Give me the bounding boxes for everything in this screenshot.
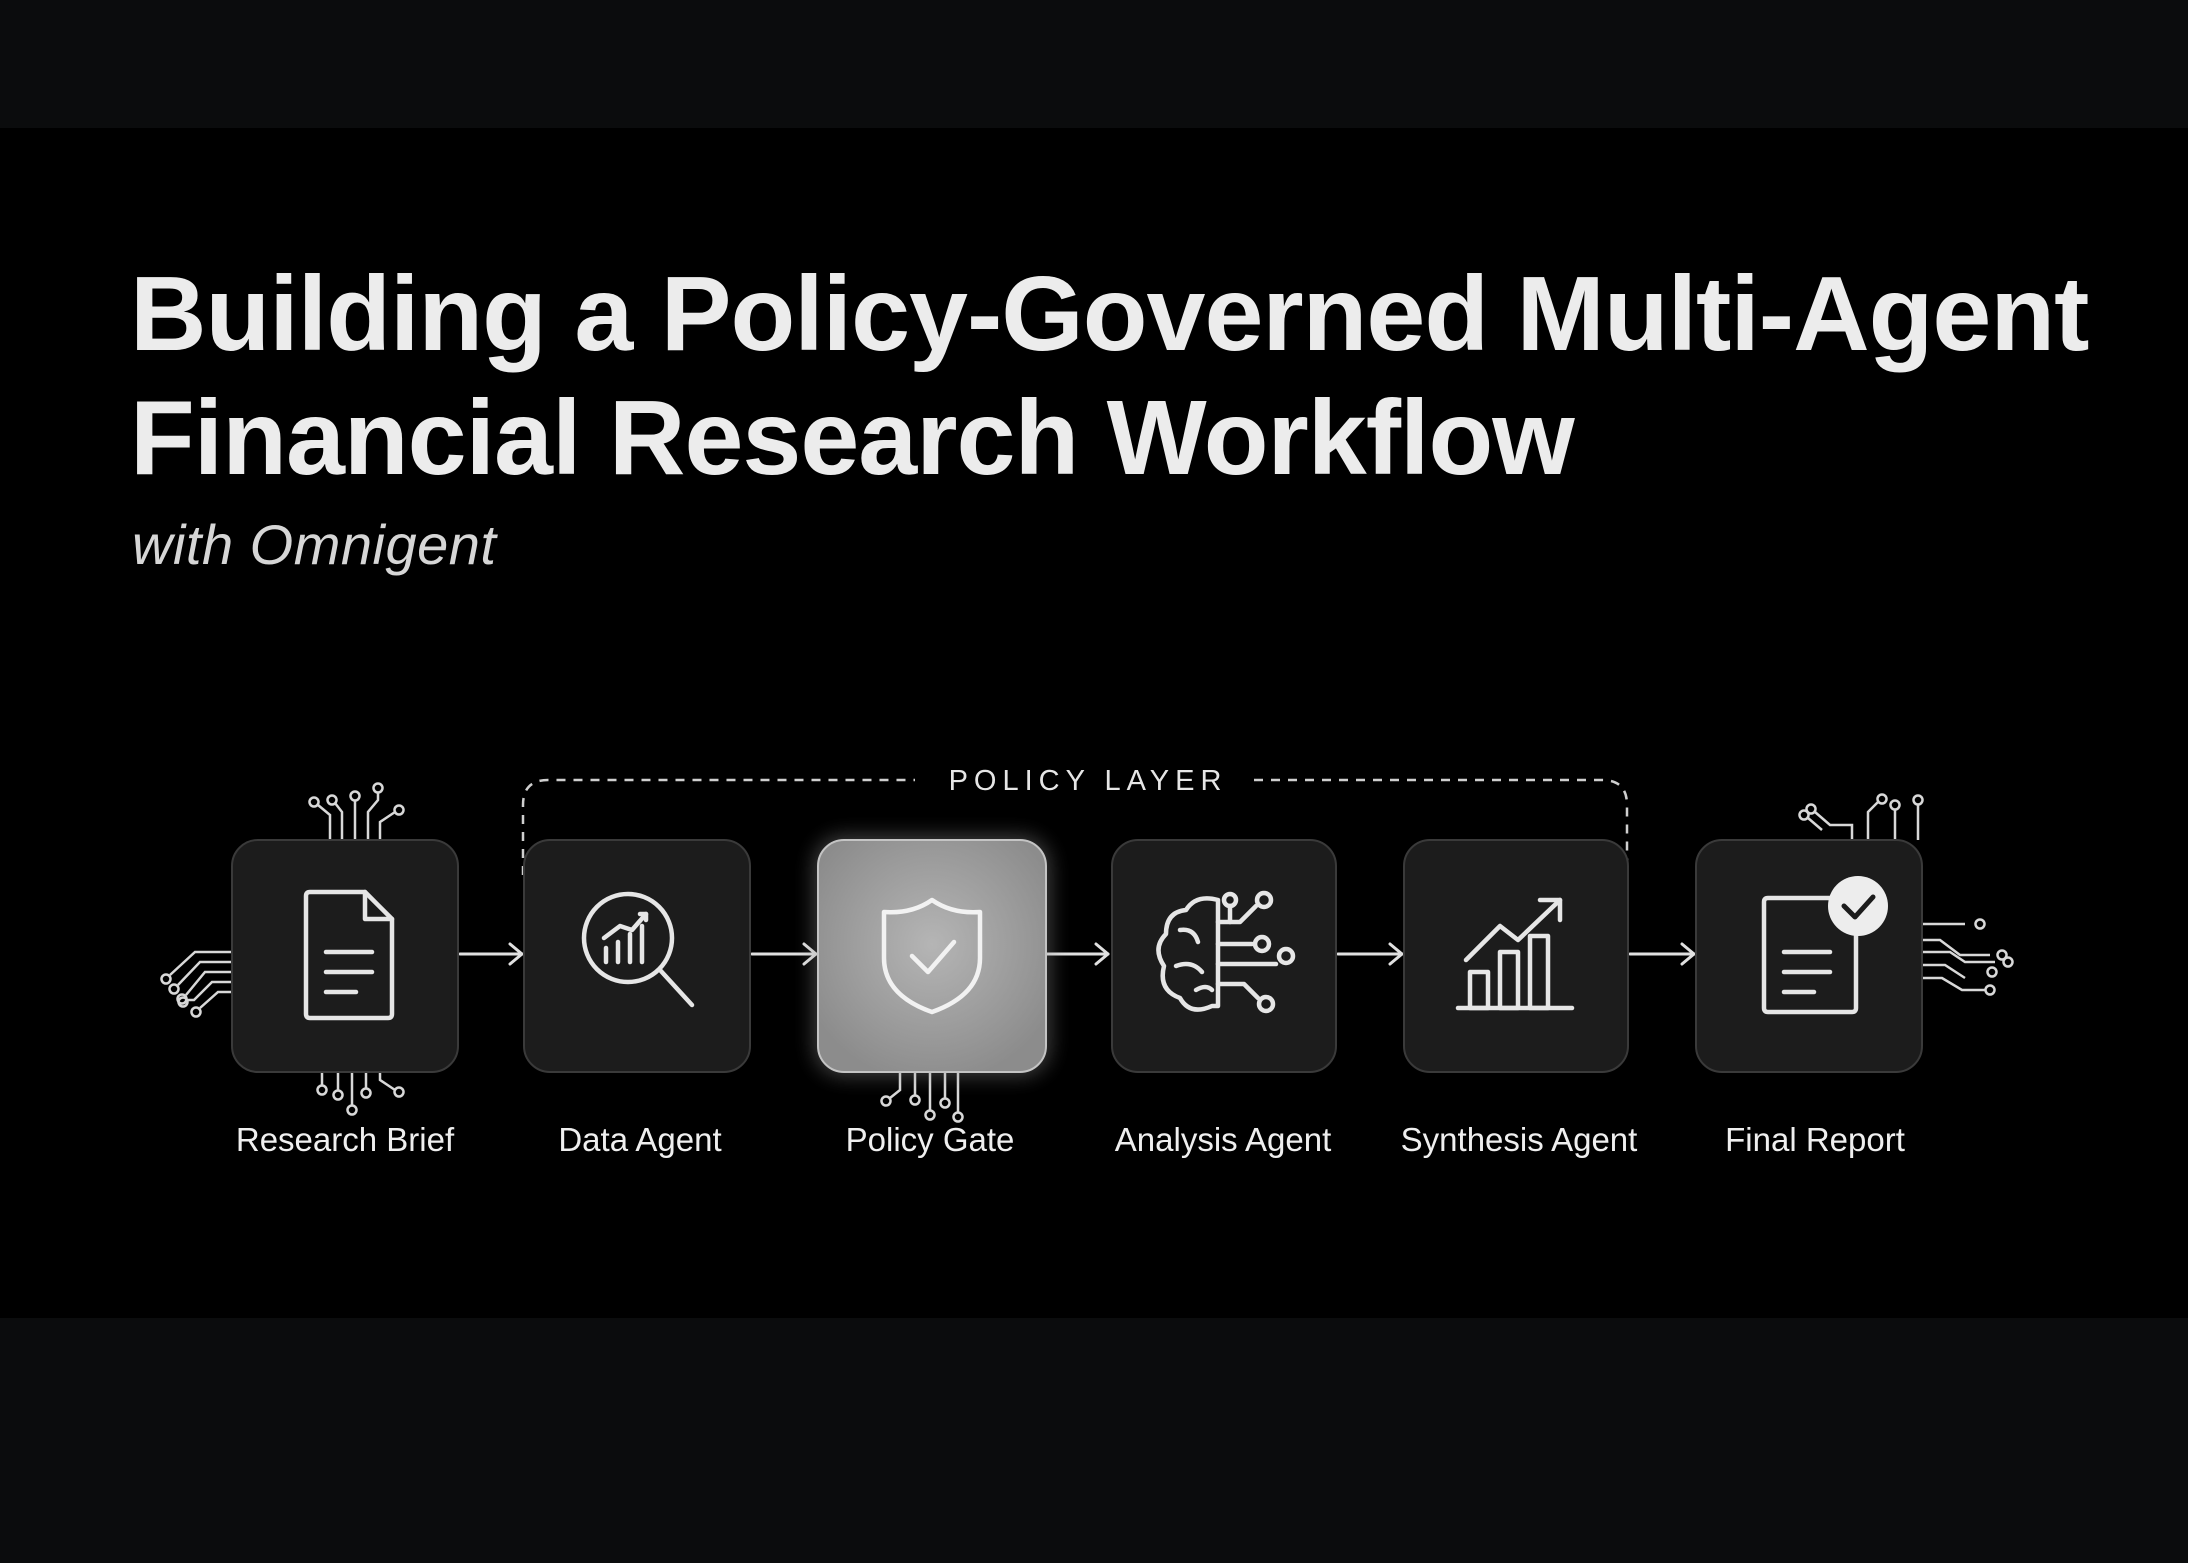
- node-box: [1111, 839, 1337, 1073]
- node-analysis-agent: Analysis Agent: [1111, 839, 1337, 1158]
- node-synthesis-agent: Synthesis Agent: [1401, 839, 1638, 1158]
- policy-layer: POLICY LAYER: [521, 765, 1629, 875]
- node-label: Synthesis Agent: [1401, 1121, 1638, 1158]
- arrow-5: [1628, 942, 1696, 966]
- arrow-4: [1336, 942, 1404, 966]
- arrow-3: [1044, 942, 1110, 966]
- magnifier-chart-icon: [581, 891, 695, 1008]
- page-title: Building a Policy-Governed Multi-Agent F…: [130, 252, 2089, 500]
- circuit-decoration-left: [160, 782, 405, 1116]
- title-line-1: Building a Policy-Governed Multi-Agent: [130, 255, 2089, 373]
- arrow-2: [750, 942, 818, 966]
- node-data-agent: Data Agent: [523, 839, 751, 1158]
- slide-panel: [0, 128, 2188, 1318]
- node-box: [817, 839, 1047, 1073]
- brain-circuit-icon: [1156, 890, 1296, 1014]
- node-label: Final Report: [1725, 1121, 1905, 1158]
- growth-chart-icon: [1455, 897, 1575, 1011]
- checkmark-badge-icon: [1828, 876, 1888, 936]
- node-final-report: Final Report: [1695, 839, 1923, 1158]
- flow-arrows: [458, 942, 1696, 966]
- page-subtitle: with Omnigent: [132, 513, 497, 576]
- node-research-brief: Research Brief: [231, 839, 459, 1158]
- document-icon: [303, 889, 395, 1021]
- node-label: Research Brief: [236, 1121, 455, 1158]
- policy-layer-bracket: [521, 778, 1629, 875]
- node-box: [523, 839, 751, 1073]
- node-box: [231, 839, 459, 1073]
- report-check-icon: [1761, 895, 1859, 1015]
- title-line-2: Financial Research Workflow: [130, 379, 1575, 497]
- circuit-decoration-gate: [880, 1072, 964, 1123]
- shield-check-icon: [881, 897, 983, 1015]
- arrow-1: [458, 942, 524, 966]
- node-label: Analysis Agent: [1115, 1121, 1331, 1158]
- circuit-decoration-right: [1798, 793, 2014, 996]
- node-policy-gate: Policy Gate: [814, 836, 1050, 1158]
- node-label: Data Agent: [558, 1121, 721, 1158]
- node-label: Policy Gate: [846, 1121, 1015, 1158]
- policy-layer-label: POLICY LAYER: [949, 765, 1228, 797]
- node-box: [1695, 839, 1923, 1073]
